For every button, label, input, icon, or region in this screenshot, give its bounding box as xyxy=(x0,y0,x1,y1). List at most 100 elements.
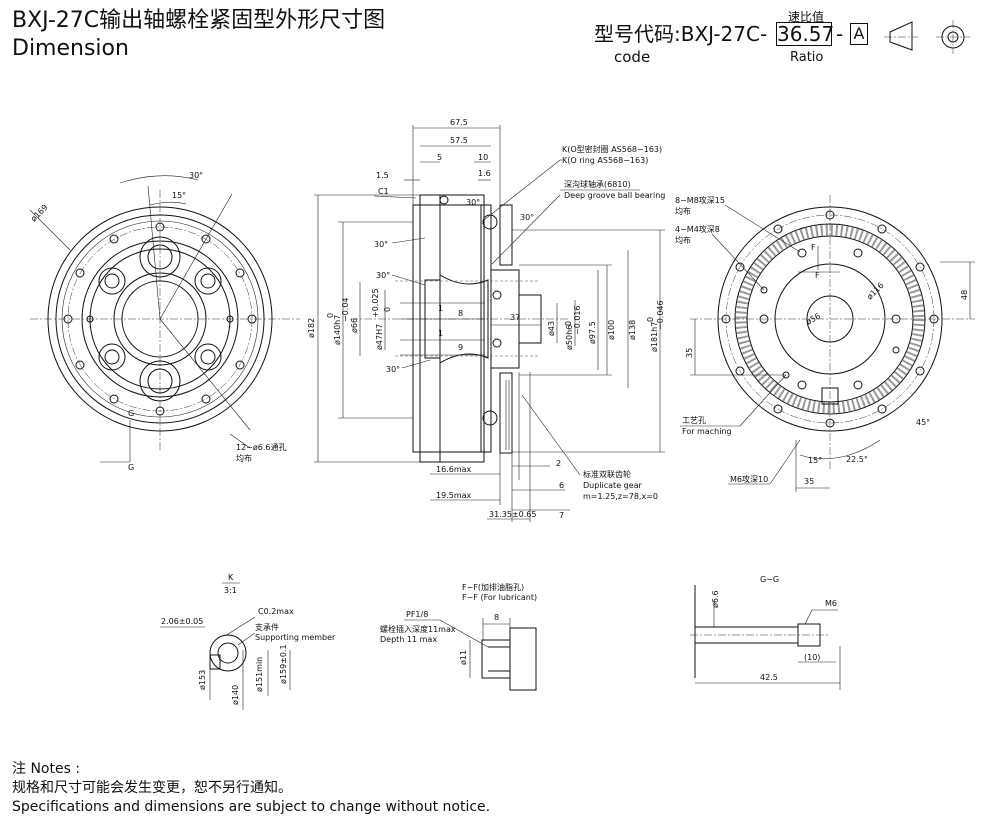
model-code-sublabel: code xyxy=(614,48,651,66)
rear-angle-15: 15° xyxy=(808,456,822,465)
h7-tol-upper: 0 xyxy=(326,313,335,318)
m8-thread-sub: 均布 xyxy=(675,206,691,216)
bearing-label-cn: 深沟球轴承(6810) xyxy=(564,179,631,189)
g-dia-6-6: ø6.6 xyxy=(711,590,720,608)
detail-k-scale: 3:1 xyxy=(224,586,237,595)
detail-k: K 3:1 2.06±0.05 C0.2max 支承件 Supporting m… xyxy=(160,573,336,710)
dia-100: ø100 xyxy=(607,320,616,340)
tech-hole-en: For maching xyxy=(682,427,732,436)
detail-g-title: G−G xyxy=(760,575,779,584)
dia-140h7: ø140h7 xyxy=(333,315,342,345)
dim-2: 2 xyxy=(556,459,561,468)
bearing-label-en: Deep groove ball bearing xyxy=(564,191,665,200)
support-label-en: Supporting member xyxy=(255,633,336,642)
h6-tol-lower: −0.016 xyxy=(573,305,582,335)
rear-dim-35-horiz: 35 xyxy=(804,477,814,486)
bolt-holes xyxy=(63,222,257,416)
dia-47H7: ø47H7 xyxy=(375,324,384,350)
front-holes-sub: 均布 xyxy=(236,453,252,463)
g-dim-42-5: 42.5 xyxy=(760,673,778,682)
k-dia-140: ø140 xyxy=(231,685,240,705)
rear-angle-45: 45° xyxy=(916,418,930,427)
detail-f-title-cn: F−F(加排油脂孔) xyxy=(462,582,524,592)
support-label-cn: 支承件 xyxy=(255,622,279,632)
notes-title: 注 Notes : xyxy=(12,761,81,777)
side-angle-3: 30° xyxy=(386,365,400,374)
k-oring-en: K(O ring AS568−163) xyxy=(562,156,648,165)
dim-10: 10 xyxy=(478,153,488,162)
gear-label-cn: 标准双联齿轮 xyxy=(583,469,631,479)
gear-teeth xyxy=(505,380,513,450)
g-dim-10: (10) xyxy=(804,653,820,662)
detail-f: F−F(加排油脂孔) F−F (For lubricant) 8 PF1/8 螺… xyxy=(380,582,537,691)
ratio-label-cn: 速比值 xyxy=(788,10,825,24)
inner-dim-9: 9 xyxy=(458,343,463,352)
dim-7: 7 xyxy=(559,511,564,520)
side-section-view: 67.5 57.5 5 10 1.5 1.6 C1 30° 30° 30° 30… xyxy=(307,118,665,522)
model-suffix-box: A xyxy=(850,23,868,45)
dim-31-35: 31.35±0.65 xyxy=(489,510,536,519)
k-dia-151: ø151min xyxy=(255,657,264,692)
dim-67-5: 67.5 xyxy=(450,118,468,127)
rear-dia-116: ø116 xyxy=(865,281,886,302)
dia-50h6: ø50h6 xyxy=(565,325,574,350)
H7-tol-upper: +0.025 xyxy=(371,288,380,318)
rear-angle-22-5: 22.5° xyxy=(846,455,868,464)
projection-symbol-icon xyxy=(884,20,970,54)
k-chamfer: C0.2max xyxy=(258,607,294,616)
m6-thread-note: M6攻深10 xyxy=(730,474,768,484)
m4-thread-sub: 均布 xyxy=(675,235,691,245)
dim-19-5max: 19.5max xyxy=(436,491,472,500)
pf-thread: PF1/8 xyxy=(406,610,428,619)
bolt-depth-en: Depth 11 max xyxy=(380,635,437,644)
h7b-tol-upper: 0 xyxy=(646,317,655,322)
dia-66: ø66 xyxy=(350,318,359,333)
chamfer-c1: C1 xyxy=(378,187,389,196)
f-mark-1: F xyxy=(811,243,816,252)
seal-hatch-ring xyxy=(735,224,925,414)
f-dia-11: ø11 xyxy=(459,650,468,665)
tech-hole-cn: 工艺孔 xyxy=(682,416,706,425)
dim-1-5: 1.5 xyxy=(376,171,389,180)
model-code-label: 型号代码:BXJ-27C- xyxy=(594,22,768,46)
rear-dim-48: 48 xyxy=(960,290,969,300)
section-mark-g-top: G xyxy=(128,409,134,418)
dim-1-6: 1.6 xyxy=(478,169,491,178)
detail-f-title-en: F−F (For lubricant) xyxy=(462,593,537,602)
ratio-label-en: Ratio xyxy=(790,50,824,65)
ratio-value-box: 36.57 xyxy=(776,22,835,46)
dia-182: ø182 xyxy=(307,318,316,338)
inner-dim-1a: 1 xyxy=(438,304,443,313)
f-mark-2: F xyxy=(815,271,820,280)
front-angle-30: 30° xyxy=(189,171,203,180)
rear-bolt-holes xyxy=(721,210,939,428)
front-view: 30° 15° ø169 G G 12−ø6.6通孔 均布 xyxy=(29,171,300,472)
dim-57-5: 57.5 xyxy=(450,136,468,145)
gear-label-en: Duplicate gear xyxy=(583,481,643,490)
gear-spec: m=1.25,z=78,x=0 xyxy=(583,492,658,501)
rear-dim-35-vert: 35 xyxy=(685,348,694,358)
inner-dim-8: 8 xyxy=(458,309,463,318)
h6-tol-upper: 0 xyxy=(564,321,573,326)
model-separator: - xyxy=(836,22,844,46)
m8-thread-note: 8−M8攻深15 xyxy=(675,195,725,205)
side-angle-1: 30° xyxy=(374,240,388,249)
H7-tol-lower: 0 xyxy=(383,307,392,312)
front-holes-note: 12−ø6.6通孔 xyxy=(236,442,287,452)
page-title-cn: BXJ-27C输出轴螺栓紧固型外形尺寸图 xyxy=(12,8,386,33)
dia-43: ø43 xyxy=(547,321,556,336)
f-dim-8: 8 xyxy=(494,613,499,622)
detail-g: G−G ø6.6 M6 (10) 42.5 xyxy=(690,575,841,690)
dia-138: ø138 xyxy=(628,320,637,340)
side-angle-4: 30° xyxy=(520,213,534,222)
h7b-tol-lower: −0.046 xyxy=(656,300,665,330)
g-m6: M6 xyxy=(825,599,837,608)
front-angle-15: 15° xyxy=(172,191,186,200)
side-angle-5: 30° xyxy=(466,198,480,207)
dia-97-5: ø97.5 xyxy=(588,321,597,344)
side-angle-2: 30° xyxy=(376,271,390,280)
k-oring-cn: K(O型密封圈 AS568−163) xyxy=(562,144,662,154)
h7-tol-lower: −0.04 xyxy=(341,297,350,322)
dim-5: 5 xyxy=(437,153,442,162)
